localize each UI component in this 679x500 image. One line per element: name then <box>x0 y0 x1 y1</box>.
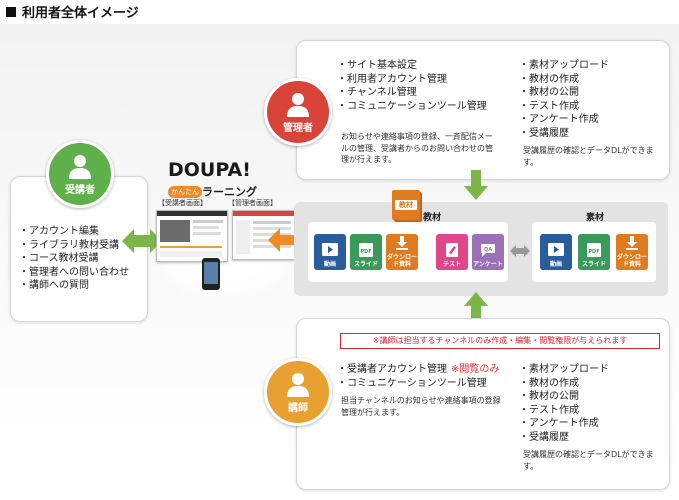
instructor-left-note: 担当チャンネルのお知らせや連絡事項の登録管理が行えます。 <box>341 396 501 417</box>
learner-screen-label: 【受講者画面】 <box>158 199 207 207</box>
admin-card: サイト基本設定 利用者アカウント管理 チャンネル管理 コミュニケーションツール管… <box>296 40 670 180</box>
list-item: アンケート作成 <box>519 113 659 127</box>
list-item: 受講者アカウント管理※閲覧のみ <box>337 363 515 377</box>
slide-tile: PDF スライド <box>350 234 382 270</box>
instructor-left-list: 受講者アカウント管理※閲覧のみ コミュニケーションツール管理 <box>337 363 515 390</box>
instructor-badge: 講師 <box>264 358 332 426</box>
admin-left-note: お知らせや連絡事項の登録、一斉配信メールの管理、受講者からのお問い合わせの管理が… <box>341 132 493 164</box>
up-arrow-icon <box>464 292 488 322</box>
title-square-icon <box>6 7 16 17</box>
logo-sub-right: ラーニング <box>202 185 257 199</box>
list-item: サイト基本設定 <box>337 59 512 73</box>
list-item: 受講履歴 <box>519 431 659 445</box>
qa-icon: QA <box>481 244 495 257</box>
pdf-icon: PDF <box>359 243 373 257</box>
admin-role-label: 管理者 <box>283 122 313 134</box>
video-icon <box>548 243 564 256</box>
list-item: 受講履歴 <box>519 127 659 141</box>
learner-screen-thumbnail <box>156 210 228 262</box>
list-item: チャンネル管理 <box>337 86 512 100</box>
double-arrow-icon <box>510 245 530 257</box>
admin-right-list: 素材アップロード 教材の作成 教材の公開 テスト作成 アンケート作成 受講履歴 <box>519 59 659 140</box>
list-item: 教材の作成 <box>519 73 659 87</box>
list-item: テスト作成 <box>519 404 659 418</box>
download-icon <box>396 236 408 250</box>
instructor-notice: ※講師は担当するチャンネルのみ作成・編集・閲覧権限が与えられます <box>340 333 660 349</box>
instructor-right-note: 受講履歴の確認とデータDLができます。 <box>523 450 654 471</box>
download-tile: ダウンロード資料 <box>616 234 648 270</box>
list-item: 教材の公開 <box>519 86 659 100</box>
list-item: コミュニケーションツール管理 <box>337 377 515 391</box>
learner-role-label: 受講者 <box>65 184 95 196</box>
download-icon <box>626 236 638 250</box>
svg-text:PDF: PDF <box>360 249 371 255</box>
admin-left-list: サイト基本設定 利用者アカウント管理 チャンネル管理 コミュニケーションツール管… <box>337 59 512 113</box>
survey-tile: QA アンケート <box>472 234 504 270</box>
admin-screen-label: 【管理者画面】 <box>228 199 277 207</box>
person-icon <box>287 372 309 397</box>
list-item: 素材アップロード <box>519 59 659 73</box>
pencil-icon <box>446 243 458 257</box>
learner-badge: 受講者 <box>46 140 114 208</box>
page-title: 利用者全体イメージ <box>6 2 139 21</box>
instructor-role-label: 講師 <box>288 402 308 414</box>
admin-right-note: 受講履歴の確認とデータDLができます。 <box>523 146 654 167</box>
double-arrow-icon <box>122 229 162 253</box>
list-item: テスト作成 <box>519 100 659 114</box>
doupa-logo: DOUPA! かんたんラーニング <box>168 159 278 199</box>
logo-sub-left: かんたん <box>168 185 202 198</box>
video-icon <box>322 243 338 256</box>
svg-text:PDF: PDF <box>588 249 599 255</box>
list-item: 利用者アカウント管理 <box>337 73 512 87</box>
sozai-label: 素材 <box>586 213 605 223</box>
svg-text:QA: QA <box>484 247 492 253</box>
person-icon <box>69 154 91 179</box>
book-icon: 教材 <box>392 190 420 220</box>
list-item: 講師への質問 <box>19 279 147 293</box>
admin-badge: 管理者 <box>264 78 332 146</box>
person-icon <box>287 92 309 117</box>
list-item: アンケート作成 <box>519 417 659 431</box>
slide-tile: PDF スライド <box>578 234 610 270</box>
instructor-right-list: 素材アップロード 教材の作成 教材の公開 テスト作成 アンケート作成 受講履歴 <box>519 363 659 444</box>
kyouzai-label: 教材 <box>423 213 442 223</box>
video-tile: 動画 <box>314 234 346 270</box>
list-item: 教材の作成 <box>519 377 659 391</box>
down-arrow-icon <box>464 170 488 200</box>
smartphone-thumbnail <box>202 258 220 290</box>
view-only-note: ※閲覧のみ <box>451 364 500 375</box>
test-tile: テスト <box>436 234 468 270</box>
pdf-icon: PDF <box>587 243 601 257</box>
download-tile: ダウンロード資料 <box>386 234 418 270</box>
video-tile: 動画 <box>540 234 572 270</box>
list-item: コース教材受講 <box>19 252 147 266</box>
list-item: コミュニケーションツール管理 <box>337 100 512 114</box>
learner-list: アカウント編集 ライブラリ教材受講 コース教材受講 管理者への問い合わせ 講師へ… <box>19 225 147 293</box>
list-item: 教材の公開 <box>519 390 659 404</box>
list-item: 素材アップロード <box>519 363 659 377</box>
book-icon-tag: 教材 <box>395 200 417 210</box>
list-item: アカウント編集 <box>19 225 147 239</box>
left-arrow-icon <box>268 228 300 252</box>
list-item: 管理者への問い合わせ <box>19 266 147 280</box>
list-item: ライブラリ教材受講 <box>19 239 147 253</box>
logo-main: DOUPA! <box>168 159 251 181</box>
